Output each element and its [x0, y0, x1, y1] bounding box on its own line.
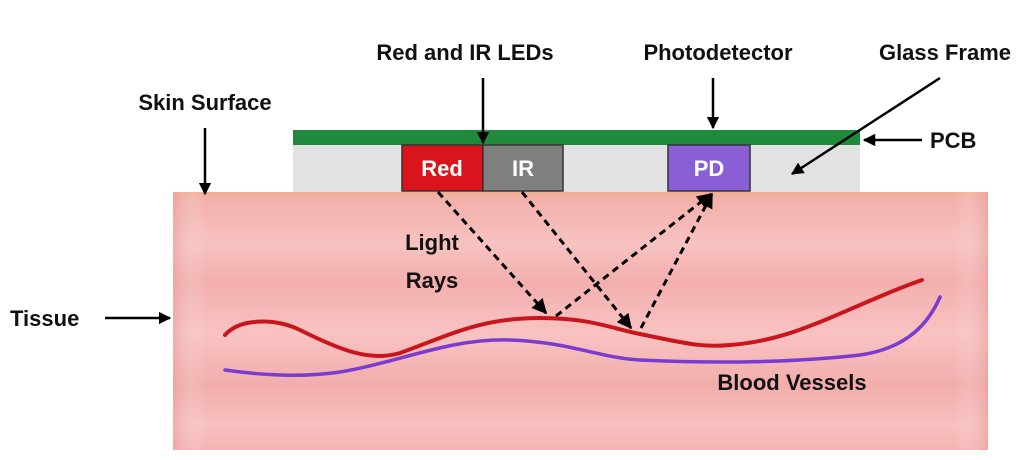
ir-led-label: IR	[512, 156, 534, 181]
red-led-label: Red	[421, 156, 463, 181]
red-led: Red	[401, 144, 484, 192]
artery-vessel	[223, 278, 924, 358]
blood-vessels-label: Blood Vessels	[717, 370, 866, 395]
photodetector-label: Photodetector	[643, 40, 793, 65]
light-rays-label-line2: Rays	[406, 268, 459, 293]
light-rays	[436, 191, 714, 330]
photodetector: PD	[667, 144, 751, 192]
glass-frame-label: Glass Frame	[879, 40, 1011, 65]
glass-frame	[293, 145, 860, 192]
label-arrows	[105, 76, 941, 325]
skin-surface-label: Skin Surface	[138, 90, 271, 115]
pd-label: PD	[694, 156, 725, 181]
tissue-label: Tissue	[10, 306, 79, 331]
ir-led: IR	[482, 144, 564, 192]
pcb-label: PCB	[930, 128, 976, 153]
vein-vessel	[223, 295, 942, 378]
light-rays-label-line1: Light	[405, 230, 459, 255]
leds-label: Red and IR LEDs	[376, 40, 553, 65]
pcb-board	[293, 130, 860, 145]
